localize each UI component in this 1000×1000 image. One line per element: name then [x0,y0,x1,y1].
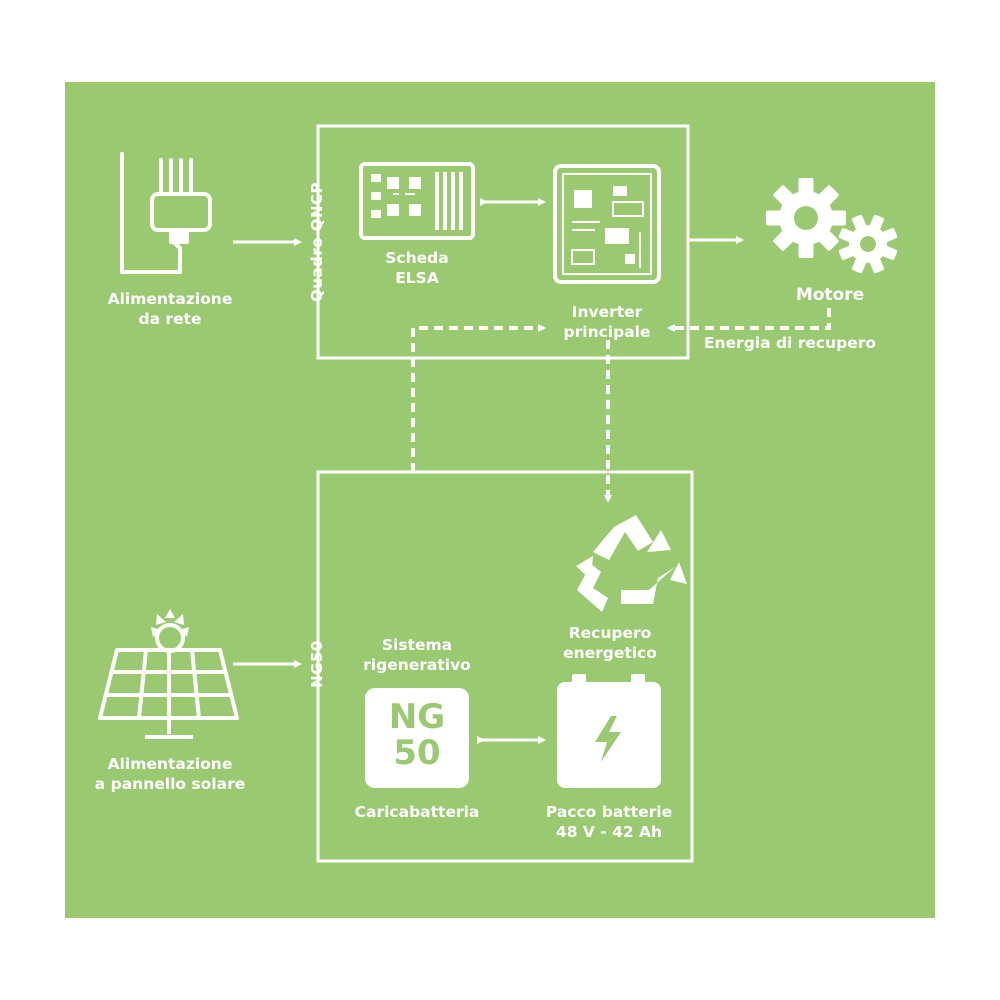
recovery-energy-edge-label: Energia di recupero [703,334,877,352]
qncp-frame [316,124,690,360]
elsa-board-line2: ELSA [395,269,439,287]
regen-system-label: Sistema rigenerativo [360,635,474,675]
energy-recovery-line1: Recupero [568,624,652,642]
energy-recovery-label: Recupero energetico [547,623,673,663]
inverter-icon [553,164,661,284]
diagram-panel: Quadro QNCP NG50 Alimentazione da rete A… [65,82,935,918]
diagram-canvas [65,82,935,918]
energy-recovery-line2: energetico [563,644,657,662]
ng50-frame [316,470,694,863]
regen-system-line1: Sistema [381,636,453,654]
dashed-arrow-motor-to-inverter [667,308,831,332]
grid-power-line2: da rete [138,310,202,328]
battery-icon [557,674,661,788]
recycle-icon [576,515,687,612]
regen-system-line2: rigenerativo [363,656,471,674]
qncp-group-label: Quadro QNCP [308,181,326,303]
dashed-arrow-ng50-to-inverter [411,324,546,472]
battery-pack-label: Pacco batterie 48 V - 42 Ah [529,802,689,842]
main-inverter-line1: Inverter [571,303,643,321]
battery-pack-line1: Pacco batterie [545,803,673,821]
plug-icon [120,152,212,274]
ng50-badge-line1: NG [388,697,446,737]
ng50-group-label: NG50 [308,640,326,688]
ng50-badge-line2: 50 [393,733,441,773]
solar-panel-icon [98,609,239,739]
charger-label: Caricabatteria [354,803,480,821]
solar-power-line1: Alimentazione [107,755,233,773]
elsa-board-label: Scheda ELSA [367,248,467,288]
motor-label: Motore [795,285,865,305]
battery-pack-line2: 48 V - 42 Ah [555,823,663,841]
grid-power-label: Alimentazione da rete [85,289,255,329]
solar-power-label: Alimentazione a pannello solare [75,754,265,794]
circuit-board-icon [359,162,475,240]
main-inverter-line2: principale [563,323,651,341]
gears-icon [766,178,898,274]
elsa-board-line1: Scheda [385,249,449,267]
grid-power-line1: Alimentazione [107,290,233,308]
solar-power-line2: a pannello solare [94,775,246,793]
ng50-badge [365,688,469,788]
main-inverter-label: Inverter principale [547,302,667,342]
